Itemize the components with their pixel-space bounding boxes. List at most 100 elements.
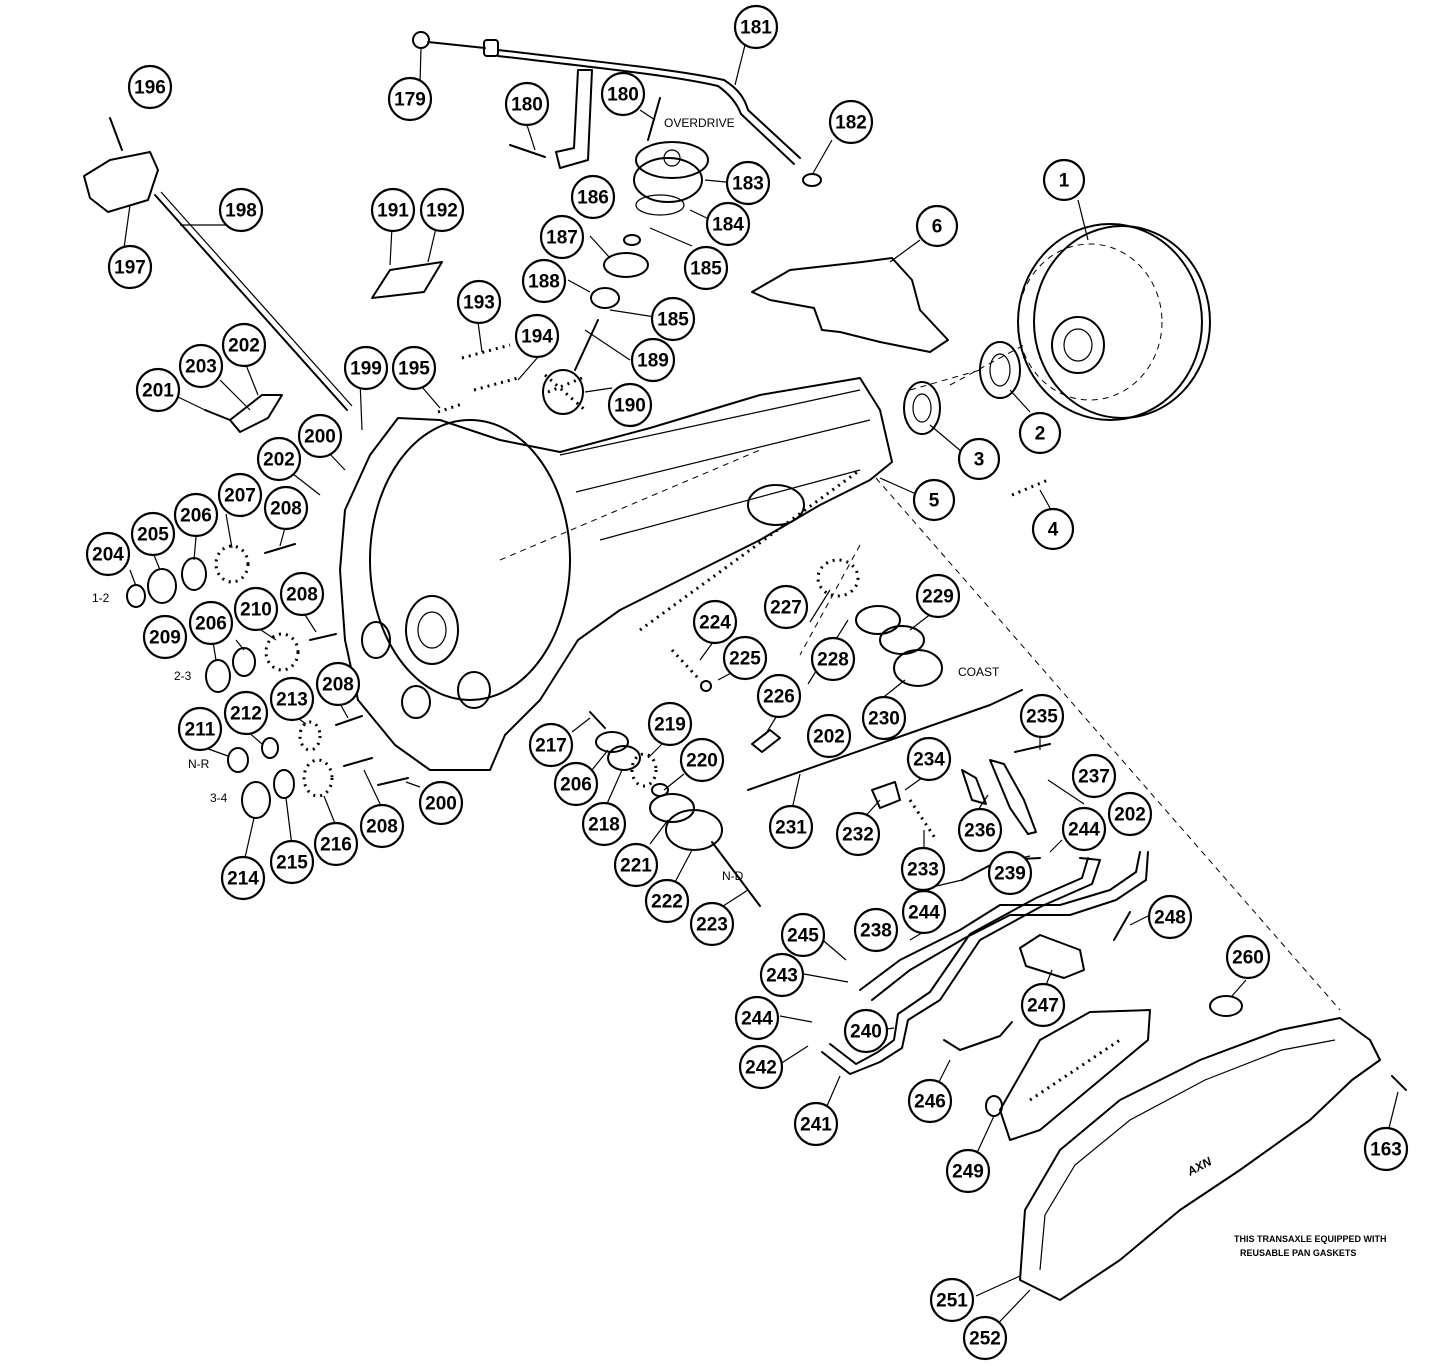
callout-208d: 208: [359, 803, 405, 849]
pin-208d: [343, 757, 373, 767]
piston-214: [241, 781, 271, 819]
callout-circle: [279, 571, 325, 617]
callout-circle: [1225, 934, 1271, 980]
callout-number: 226: [763, 687, 795, 708]
bracket-246: [943, 1021, 1013, 1051]
callout-circle: [1107, 791, 1153, 837]
shift-2-3-label: 2-3: [174, 669, 192, 683]
callout-number: 182: [835, 113, 867, 134]
callout-number: 2: [1035, 424, 1046, 445]
washer-186: [623, 234, 641, 246]
shaft-198: [154, 194, 348, 411]
pin-208c: [335, 715, 363, 726]
callout-number: 180: [607, 85, 639, 106]
callout-237: 237: [1071, 753, 1117, 799]
callout-number: 247: [1027, 996, 1059, 1017]
spring-210: [264, 632, 300, 672]
cover-222: [665, 809, 723, 851]
callout-number: 227: [770, 598, 802, 619]
callout-218: 218: [581, 801, 627, 847]
callout-number: 237: [1078, 767, 1110, 788]
callout-number: 244: [741, 1009, 773, 1030]
spring-207: [214, 544, 250, 584]
callout-circle: [780, 912, 826, 958]
pan-note-line2: REUSABLE PAN GASKETS: [1240, 1248, 1356, 1258]
callout-circle: [861, 695, 907, 741]
callout-number: 193: [463, 293, 495, 314]
callout-239: 239: [987, 850, 1033, 896]
callout-number: 246: [914, 1092, 946, 1113]
callout-233: 233: [900, 846, 946, 892]
piston-204: [126, 584, 146, 608]
callout-number: 233: [907, 860, 939, 881]
callout-190: 190: [607, 382, 653, 428]
callout-circle: [915, 573, 961, 619]
callout-180a: 180: [504, 81, 550, 127]
callout-number: 200: [304, 427, 336, 448]
callout-circle: [359, 803, 405, 849]
callout-circle: [456, 279, 502, 325]
callout-229: 229: [915, 573, 961, 619]
callout-3: 3: [957, 437, 1001, 481]
callout-circle: [107, 244, 153, 290]
callout-circle: [828, 99, 874, 145]
callout-circle: [600, 71, 646, 117]
callout-219: 219: [647, 701, 693, 747]
callout-circle: [1061, 806, 1107, 852]
callout-circle: [297, 413, 343, 459]
callout-188: 188: [521, 258, 567, 304]
callout-circle: [957, 807, 1003, 853]
callout-number: 163: [1370, 1140, 1402, 1161]
callout-circle: [650, 296, 696, 342]
pin-235: [989, 689, 1023, 706]
callout-number: 200: [425, 794, 457, 815]
callout-202c: 202: [806, 713, 852, 759]
seal-221: [649, 793, 695, 823]
callout-234: 234: [906, 736, 952, 782]
callout-203: 203: [178, 343, 224, 389]
callout-number: 244: [908, 903, 940, 924]
transaxle-case: [339, 377, 893, 771]
callout-248: 248: [1147, 894, 1193, 940]
callout-circle: [173, 492, 219, 538]
callout-number: 252: [969, 1329, 1001, 1350]
bolt-248: [1113, 911, 1131, 941]
piston-218: [607, 745, 641, 771]
callout-number: 220: [686, 751, 718, 772]
callout-184: 184: [705, 201, 751, 247]
callout-number: 208: [270, 499, 302, 520]
callout-circle: [647, 701, 693, 747]
callout-circle: [768, 804, 814, 850]
callout-208a: 208: [263, 485, 309, 531]
callout-number: 214: [227, 869, 259, 890]
shift-1-2-label: 1-2: [92, 591, 110, 605]
pin-208a: [264, 543, 296, 554]
ring-230: [893, 649, 943, 687]
callout-number: 225: [729, 649, 761, 670]
callout-number: 5: [929, 491, 940, 512]
callout-number: 219: [654, 715, 686, 736]
callout-number: 208: [366, 817, 398, 838]
callout-number: 6: [932, 217, 943, 238]
lever-226: [751, 729, 781, 753]
callout-number: 206: [560, 775, 592, 796]
callout-202b: 202: [256, 436, 302, 482]
pin-200: [377, 777, 409, 786]
callout-circle: [269, 839, 315, 885]
callout-number: 207: [224, 486, 256, 507]
callout-213: 213: [269, 676, 315, 722]
callout-249: 249: [945, 1148, 991, 1194]
callout-circle: [142, 614, 188, 660]
callout-number: 203: [185, 357, 217, 378]
callout-circle: [906, 736, 952, 782]
callout-circle: [945, 1148, 991, 1194]
callout-circle: [343, 345, 389, 391]
callout-number: 243: [766, 966, 798, 987]
callout-circle: [539, 214, 585, 260]
cover-6: [751, 257, 949, 353]
callout-circle: [901, 889, 947, 935]
callout-244c: 244: [734, 995, 780, 1041]
callout-circle: [220, 855, 266, 901]
callout-circle: [759, 952, 805, 998]
